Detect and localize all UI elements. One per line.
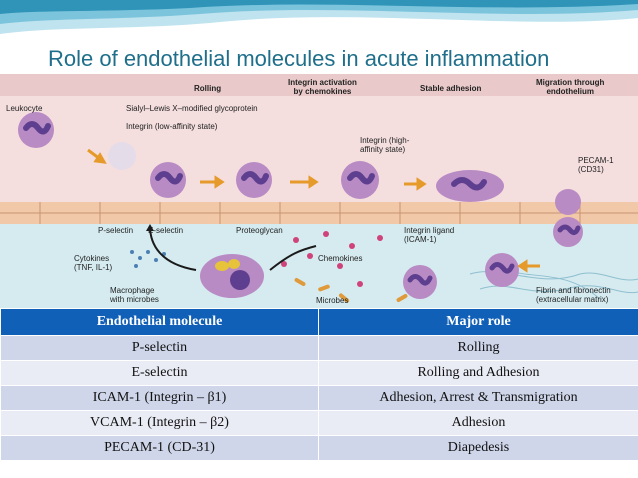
microbe-icon (294, 278, 408, 303)
molecule-cell: PECAM-1 (CD-31) (0, 435, 319, 461)
leukocyte-icon (18, 112, 54, 148)
molecule-cell: E-selectin (0, 360, 319, 386)
cytokine-arrow-icon (149, 225, 197, 271)
header-swoosh (0, 0, 638, 34)
role-cell: Adhesion, Arrest & Transmigration (318, 385, 638, 411)
diagram-artwork (0, 74, 638, 308)
slide-title: Role of endothelial molecules in acute i… (48, 46, 550, 71)
cytokine-icon (130, 250, 166, 268)
label-integrin-low: Integrin (low-affinity state) (126, 122, 218, 131)
leukocyte-icon (108, 142, 186, 198)
leukocyte-icon (403, 265, 437, 299)
molecule-cell: VCAM-1 (Integrin – β2) (0, 410, 319, 436)
molecule-cell: ICAM-1 (Integrin – β1) (0, 385, 319, 411)
role-cell: Rolling and Adhesion (318, 360, 638, 386)
role-cell: Diapedesis (318, 435, 638, 461)
flow-arrow-icon (87, 148, 540, 273)
label-integrin-ligand: Integrin ligand(ICAM-1) (404, 226, 455, 244)
endothelium (0, 202, 638, 224)
role-cell: Adhesion (318, 410, 638, 436)
label-fibrin: Fibrin and fibronectin(extracellular mat… (536, 286, 611, 304)
column-header: Endothelial molecule (0, 308, 319, 336)
table-row: P-selectin Rolling (0, 335, 638, 361)
stage-header-stable-adhesion: Stable adhesion (420, 84, 482, 93)
endothelial-molecule-table: Endothelial molecule Major role P-select… (0, 308, 638, 461)
chemokine-icon (281, 231, 383, 287)
label-p-selectin: P-selectin (98, 226, 134, 235)
table-row: ICAM-1 (Integrin – β1) Adhesion, Arrest … (0, 385, 638, 411)
label-chemokines: Chemokines (318, 254, 363, 263)
leukocyte-icon (236, 162, 272, 198)
leukocyte-icon (436, 170, 504, 202)
chemokine-arrow-icon (269, 245, 317, 271)
label-pecam: PECAM-1(CD31) (578, 156, 614, 174)
label-e-selectin: E-selectin (148, 226, 184, 235)
label-microbes: Microbes (316, 296, 349, 305)
table-row: VCAM-1 (Integrin – β2) Adhesion (0, 410, 638, 436)
leukocyte-icon (341, 161, 379, 199)
column-header: Major role (318, 308, 638, 336)
label-proteoglycan: Proteoglycan (236, 226, 283, 235)
stage-header-rolling: Rolling (194, 84, 222, 93)
leukocyte-icon (553, 189, 583, 247)
label-leukocyte: Leukocyte (6, 104, 43, 113)
label-integrin-high: Integrin (high-affinity state) (360, 136, 410, 154)
table-row: E-selectin Rolling and Adhesion (0, 360, 638, 386)
leukocyte-icon (485, 253, 519, 287)
role-cell: Rolling (318, 335, 638, 361)
label-cytokines: Cytokines(TNF, IL-1) (74, 254, 113, 272)
table-header-row: Endothelial molecule Major role (0, 308, 638, 336)
macrophage-icon (200, 254, 264, 298)
molecule-cell: P-selectin (0, 335, 319, 361)
table-row: PECAM-1 (CD-31) Diapedesis (0, 435, 638, 461)
label-sialyl-lewis: Sialyl–Lewis X–modified glycoprotein (126, 104, 258, 113)
